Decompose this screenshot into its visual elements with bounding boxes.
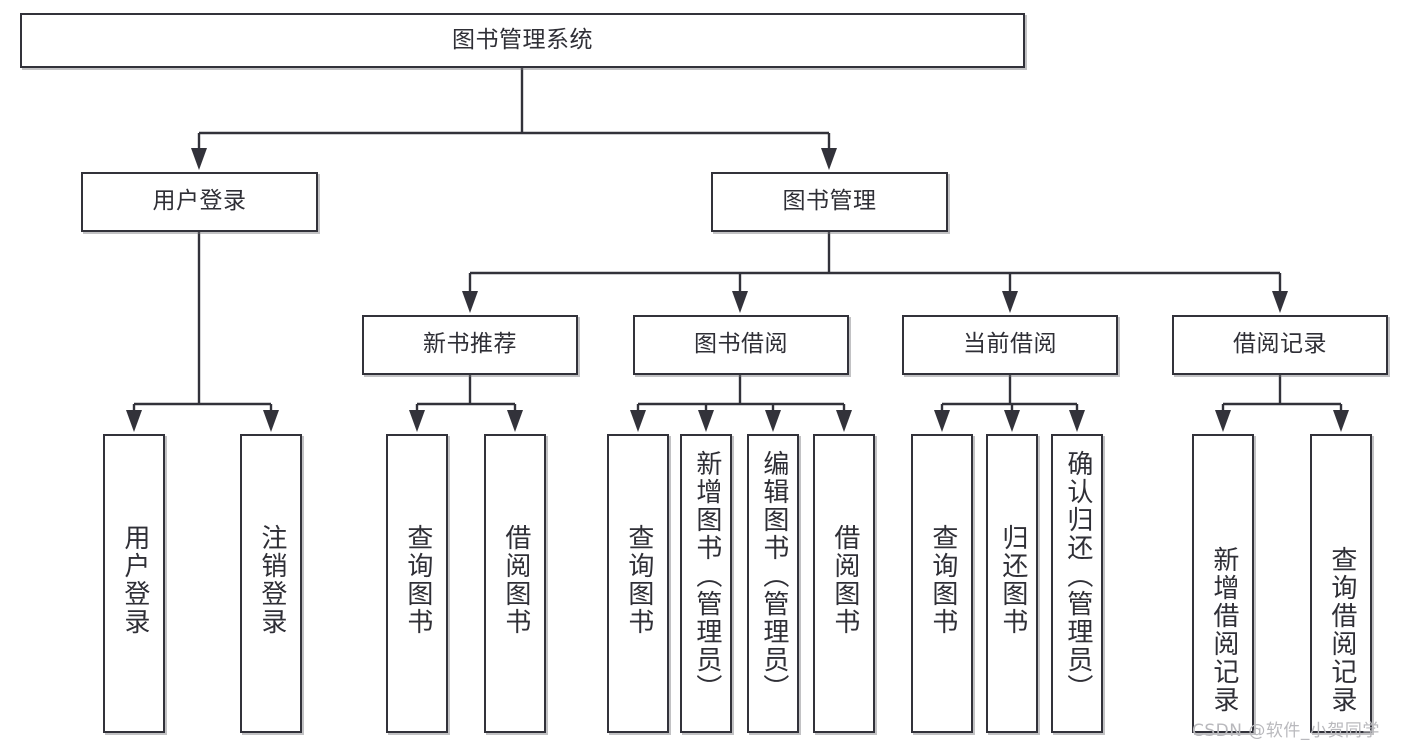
- arrowhead: [1002, 291, 1018, 313]
- node-l11[interactable]: 确认归还（管理员）: [1051, 434, 1103, 733]
- node-l9[interactable]: 查询图书: [911, 434, 973, 733]
- node-label: 新增图书（管理员）: [691, 450, 722, 702]
- node-label: 当前借阅: [963, 331, 1057, 358]
- node-label: 用户登录: [119, 524, 150, 636]
- node-label: 图书管理系统: [452, 26, 593, 53]
- node-label: 查询借阅记录: [1326, 546, 1357, 714]
- arrowhead: [126, 410, 142, 432]
- node-l7[interactable]: 编辑图书（管理员）: [747, 434, 799, 733]
- arrowhead: [1215, 410, 1231, 432]
- arrowhead: [765, 410, 781, 432]
- node-l12[interactable]: 新增借阅记录: [1192, 434, 1254, 733]
- node-l4[interactable]: 借阅图书: [484, 434, 546, 733]
- arrowhead: [263, 410, 279, 432]
- arrowhead: [732, 291, 748, 313]
- csdn-watermark: CSDN @软件_小贺同学: [1192, 721, 1380, 741]
- node-label: 查询图书: [927, 524, 958, 636]
- node-label: 注销登录: [256, 524, 287, 636]
- node-current[interactable]: 当前借阅: [902, 315, 1118, 375]
- arrowhead: [821, 148, 837, 170]
- node-label: 归还图书: [997, 524, 1028, 636]
- arrowhead: [934, 410, 950, 432]
- node-label: 借阅记录: [1233, 331, 1327, 358]
- node-l2[interactable]: 注销登录: [240, 434, 302, 733]
- node-bookmgmt[interactable]: 图书管理: [711, 172, 948, 232]
- node-label: 图书借阅: [694, 331, 788, 358]
- node-l10[interactable]: 归还图书: [986, 434, 1038, 733]
- arrowhead: [836, 410, 852, 432]
- arrowhead: [191, 148, 207, 170]
- node-label: 用户登录: [152, 188, 247, 215]
- arrowhead: [698, 410, 714, 432]
- node-label: 查询图书: [402, 524, 433, 636]
- node-l3[interactable]: 查询图书: [386, 434, 448, 733]
- node-records[interactable]: 借阅记录: [1172, 315, 1388, 375]
- node-l1[interactable]: 用户登录: [103, 434, 165, 733]
- node-newbook[interactable]: 新书推荐: [362, 315, 578, 375]
- node-l6[interactable]: 新增图书（管理员）: [680, 434, 732, 733]
- node-label: 查询图书: [623, 524, 654, 636]
- node-label: 借阅图书: [500, 524, 531, 636]
- arrowhead: [1069, 410, 1085, 432]
- node-l5[interactable]: 查询图书: [607, 434, 669, 733]
- node-label: 编辑图书（管理员）: [758, 450, 789, 702]
- node-l13[interactable]: 查询借阅记录: [1310, 434, 1372, 733]
- node-label: 图书管理: [782, 188, 877, 215]
- arrowhead: [1272, 291, 1288, 313]
- arrowhead: [462, 291, 478, 313]
- arrowhead: [1333, 410, 1349, 432]
- node-root[interactable]: 图书管理系统: [20, 13, 1025, 68]
- arrowhead: [1004, 410, 1020, 432]
- arrowhead: [507, 410, 523, 432]
- node-borrow[interactable]: 图书借阅: [633, 315, 849, 375]
- node-l8[interactable]: 借阅图书: [813, 434, 875, 733]
- node-label: 确认归还（管理员）: [1062, 450, 1093, 702]
- arrowhead: [630, 410, 646, 432]
- arrowhead: [409, 410, 425, 432]
- node-label: 借阅图书: [829, 524, 860, 636]
- node-label: 新书推荐: [423, 331, 517, 358]
- node-label: 新增借阅记录: [1208, 546, 1239, 714]
- node-login[interactable]: 用户登录: [81, 172, 318, 232]
